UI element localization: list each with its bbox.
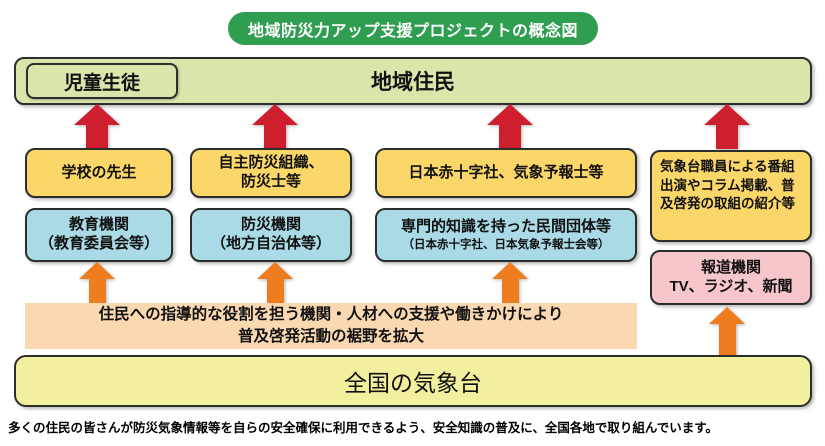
national-observatories-box: 全国の気象台 [14, 355, 812, 407]
box-sublabel: （日本赤十字社、日本気象予報士会等） [402, 238, 610, 251]
orange-up-arrow-icon [257, 262, 293, 305]
red-cross-forecasters-box: 日本赤十字社、気象予報士等 [375, 148, 637, 198]
box-label: 学校の先生 [61, 163, 137, 181]
diagram-title: 地域防災力アップ支援プロジェクトの概念図 [228, 12, 598, 45]
arrow-head [74, 104, 120, 125]
box-label: 報道機関 [700, 258, 761, 276]
orange-up-arrow-icon [709, 307, 745, 356]
arrow-head [487, 104, 533, 125]
caption-text: 多くの住民の皆さんが防災気象情報等を自らの安全確保に利用できるよう、安全知識の普… [8, 421, 719, 435]
arrow-head [709, 307, 745, 324]
arrow-shaft [264, 125, 286, 149]
private-organizations-box: 専門的知識を持った民間団体等 （日本赤十字社、日本気象予報士会等） [375, 208, 637, 262]
box-label: 防災士等 [240, 173, 301, 190]
box-label: 教育機関 [68, 216, 129, 234]
arrow-head [252, 104, 298, 125]
school-teachers-box: 学校の先生 [25, 148, 173, 198]
band-line: 普及啓発活動の裾野を拡大 [237, 328, 424, 345]
local-residents-label: 地域住民 [371, 71, 455, 94]
support-band: 住民への指導的な役割を担う機関・人材への支援や働きかけにより 普及啓発活動の裾野… [25, 303, 637, 349]
arrow-head [79, 262, 115, 279]
orange-up-arrow-icon [79, 262, 115, 305]
red-up-arrow-icon [487, 104, 533, 149]
arrow-shaft [716, 125, 738, 149]
orange-up-arrow-icon [492, 262, 528, 305]
box-label: TV、ラジオ、新聞 [669, 277, 793, 295]
arrow-shaft [88, 279, 106, 305]
education-institutions-box: 教育機関 （教育委員会等） [25, 208, 173, 262]
arrow-shaft [86, 125, 108, 149]
box-label: （教育委員会等） [38, 235, 159, 252]
arrow-shaft [718, 324, 736, 356]
media-box: 報道機関 TV、ラジオ、新聞 [650, 250, 812, 305]
box-label: 防災機関 [240, 216, 301, 234]
disaster-prevention-institutions-box: 防災機関 （地方自治体等） [190, 208, 352, 262]
arrow-head [257, 262, 293, 279]
box-label: 日本赤十字社、気象予報士等 [408, 163, 604, 181]
voluntary-disaster-org-box: 自主防災組織、 防災士等 [190, 148, 352, 198]
red-up-arrow-icon [252, 104, 298, 149]
red-up-arrow-icon [74, 104, 120, 149]
bottom-box-label: 全国の気象台 [344, 370, 482, 396]
arrow-shaft [266, 279, 284, 305]
arrow-shaft [501, 279, 519, 305]
students-box: 児童生徒 [26, 63, 178, 99]
red-up-arrow-icon [704, 104, 750, 149]
box-label: 専門的知識を持った民間団体等 [400, 217, 611, 235]
arrow-shaft [499, 125, 521, 149]
arrow-head [492, 262, 528, 279]
box-label: 自主防災組織、 [218, 154, 324, 172]
arrow-head [704, 104, 750, 125]
jma-staff-activities-box: 気象台職員による番組出演やコラム掲載、普及啓発の取組の紹介等 [650, 150, 812, 242]
local-residents-box: 児童生徒 地域住民 [14, 57, 812, 105]
box-label: 気象台職員による番組出演やコラム掲載、普及啓発の取組の紹介等 [660, 159, 795, 212]
band-line: 住民への指導的な役割を担う機関・人材への支援や働きかけにより [98, 306, 564, 324]
box-label: （地方自治体等） [210, 235, 331, 252]
